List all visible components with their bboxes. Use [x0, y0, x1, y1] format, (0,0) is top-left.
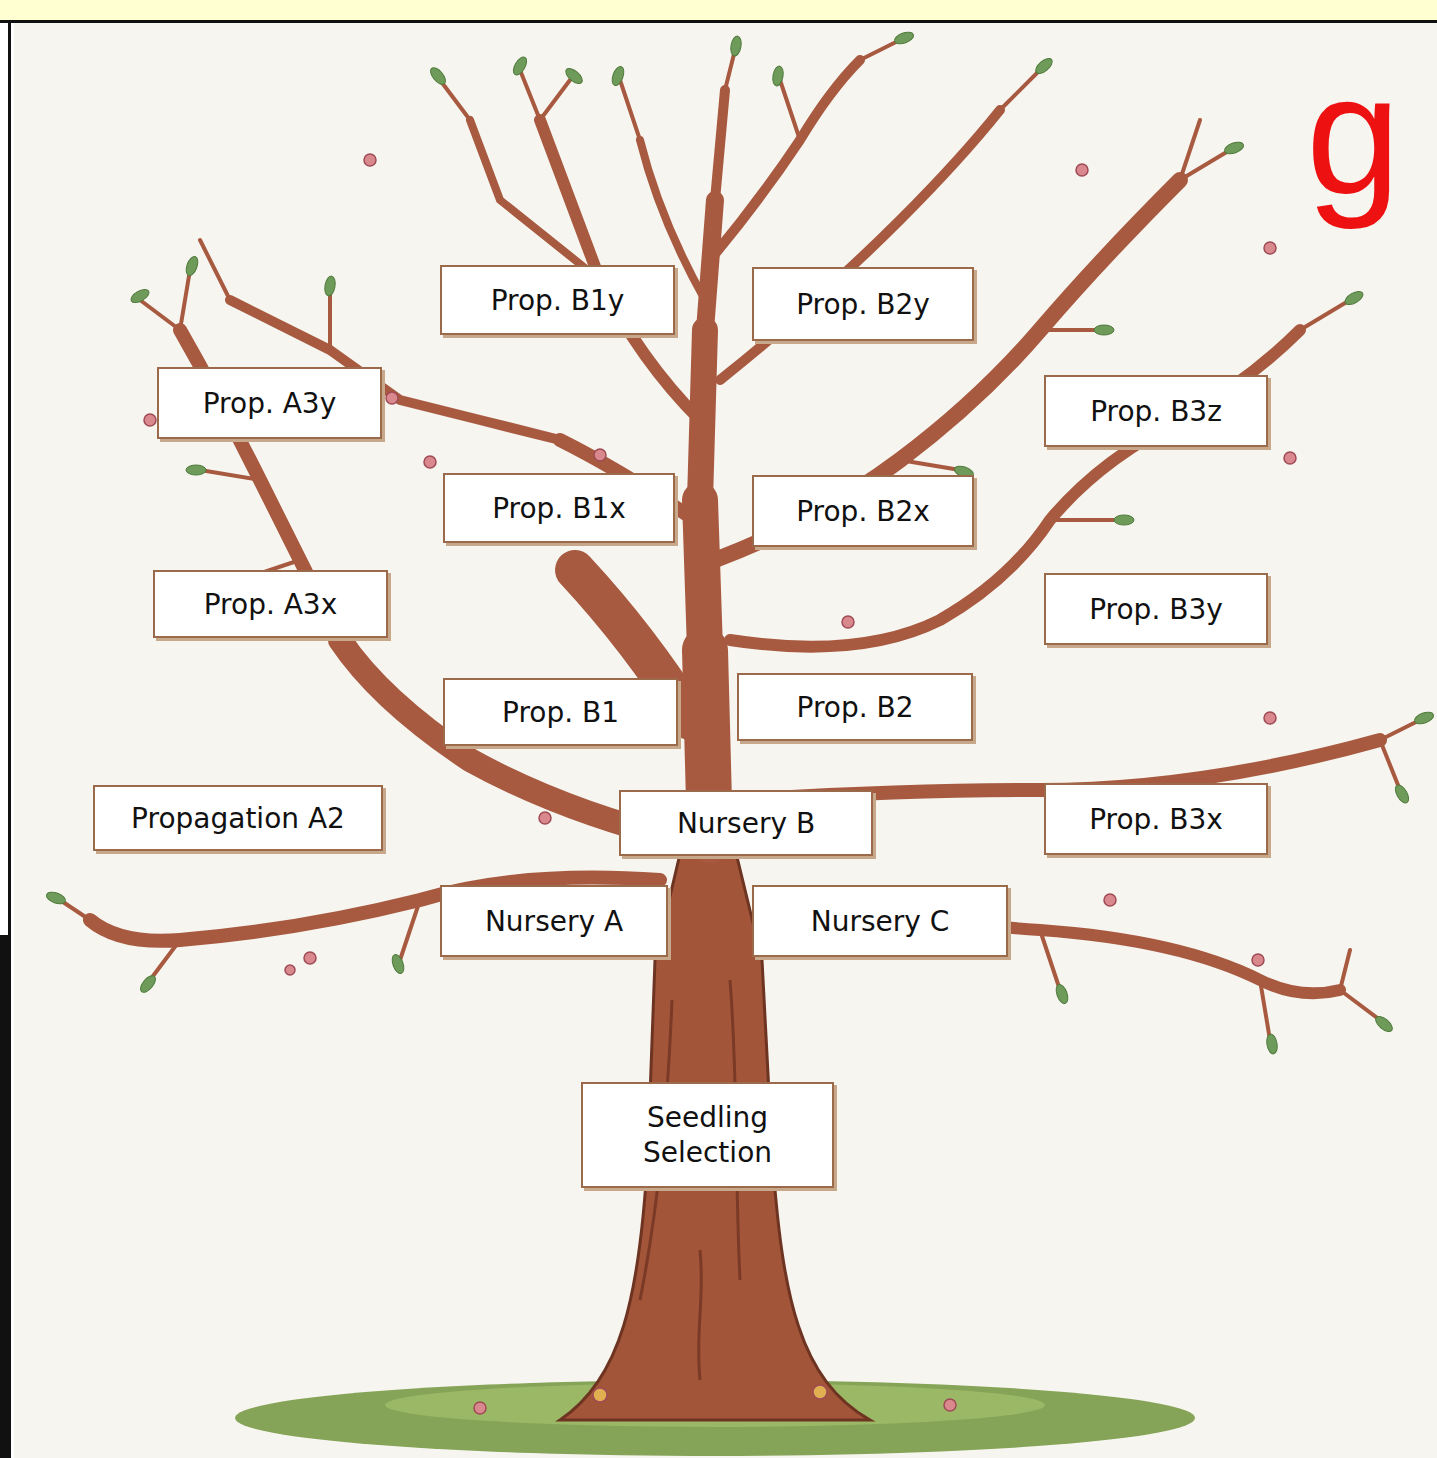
- panel-letter: g: [1306, 50, 1401, 220]
- ground-flower: [593, 1388, 607, 1402]
- tree-leaf: [129, 287, 151, 306]
- stage-label: Nursery A: [485, 904, 623, 939]
- stage-label: Propagation A2: [131, 801, 345, 836]
- stage-box: Propagation A2: [93, 785, 383, 851]
- tree-blossom: [144, 414, 156, 426]
- tree-branch: [715, 180, 1180, 560]
- stage-label: Prop. A3y: [203, 386, 337, 421]
- tree-leaf: [1054, 983, 1070, 1005]
- tree-blossom: [1252, 954, 1264, 966]
- tree-blossom: [424, 456, 436, 468]
- tree-leaf: [511, 55, 530, 77]
- tree-leaf: [563, 66, 585, 87]
- frame-bar: [0, 935, 10, 1458]
- stage-box: Seedling Selection: [581, 1082, 834, 1188]
- stage-box: Prop. B2: [737, 673, 973, 741]
- ground-flower: [813, 1385, 827, 1399]
- stage-label: Nursery B: [677, 806, 815, 841]
- stage-label: Prop. B3x: [1089, 802, 1223, 837]
- tree-leaf: [186, 465, 206, 475]
- stage-label: Prop. B3y: [1089, 592, 1223, 627]
- tree-leaf: [771, 65, 784, 86]
- tree-leaf: [729, 35, 742, 56]
- tree-branch: [715, 90, 725, 200]
- tree-blossom: [386, 392, 398, 404]
- tree-leaf: [1033, 56, 1055, 77]
- stage-box: Prop. B3y: [1044, 573, 1268, 645]
- tree-branch: [720, 110, 1000, 380]
- tree-blossom: [539, 812, 551, 824]
- ground-flower: [474, 1402, 486, 1414]
- tree-leaf: [138, 973, 159, 995]
- stage-box: Prop. B3z: [1044, 375, 1268, 447]
- stage-label: Nursery C: [811, 904, 950, 939]
- picture-ground: [14, 23, 1437, 1458]
- frame-line: [0, 20, 1437, 23]
- tree-leaf: [184, 255, 200, 277]
- tree-leaf: [323, 275, 336, 296]
- tree-blossom: [842, 616, 854, 628]
- stage-box: Prop. A3x: [153, 570, 388, 638]
- tree-leaf: [428, 65, 449, 87]
- stage-label: Prop. B1y: [491, 283, 625, 318]
- tree-leaf: [45, 890, 67, 906]
- tree-blossom: [364, 154, 376, 166]
- stage-box: Nursery C: [752, 885, 1008, 957]
- tree-blossom: [1104, 894, 1116, 906]
- tree-leaf: [1094, 325, 1114, 335]
- stage-label: Prop. A3x: [204, 587, 338, 622]
- stage-label: Prop. B2y: [796, 287, 930, 322]
- stage-box: Nursery B: [619, 790, 873, 856]
- stage-label: Prop. B2x: [796, 494, 930, 529]
- tree-blossom: [285, 965, 295, 975]
- stage-box: Prop. B1: [443, 678, 678, 746]
- tree-leaf: [893, 30, 915, 46]
- tree-blossom: [1076, 164, 1088, 176]
- tree-leaf: [1413, 710, 1435, 726]
- stage-box: Prop. B2x: [752, 475, 974, 547]
- stage-box: Prop. B1x: [443, 473, 675, 543]
- tree-twig: [60, 40, 1420, 1040]
- tree-blossom: [1264, 242, 1276, 254]
- tree-blossom: [1264, 712, 1276, 724]
- stage-box: Nursery A: [440, 885, 668, 957]
- stage-label: Prop. B1x: [492, 491, 626, 526]
- stage-label: Seedling Selection: [603, 1100, 812, 1170]
- tree-leaf: [390, 953, 406, 975]
- stage-box: Prop. B2y: [752, 267, 974, 341]
- tree-leaf: [610, 65, 626, 87]
- tree-leaf: [1265, 1033, 1278, 1054]
- stage-box: Prop. B3x: [1044, 783, 1268, 855]
- stage-box: Prop. A3y: [157, 367, 382, 439]
- stage-box: Prop. B1y: [440, 265, 675, 335]
- stage-label: Prop. B2: [796, 690, 913, 725]
- tree-leaf: [1114, 515, 1134, 525]
- tree-branch: [730, 330, 1300, 647]
- tree-blossom: [304, 952, 316, 964]
- ground-flower: [944, 1399, 956, 1411]
- tree-blossom: [594, 449, 606, 461]
- tree-leaf: [1223, 140, 1245, 156]
- top-strip: [0, 0, 1437, 20]
- tree-blossom: [1284, 452, 1296, 464]
- tree-leaf: [1393, 783, 1412, 805]
- tree-leaf: [1373, 1014, 1395, 1035]
- stage-label: Prop. B1: [502, 695, 619, 730]
- tree-branch: [470, 120, 600, 280]
- stage-label: Prop. B3z: [1090, 394, 1222, 429]
- tree-leaf: [1343, 289, 1365, 308]
